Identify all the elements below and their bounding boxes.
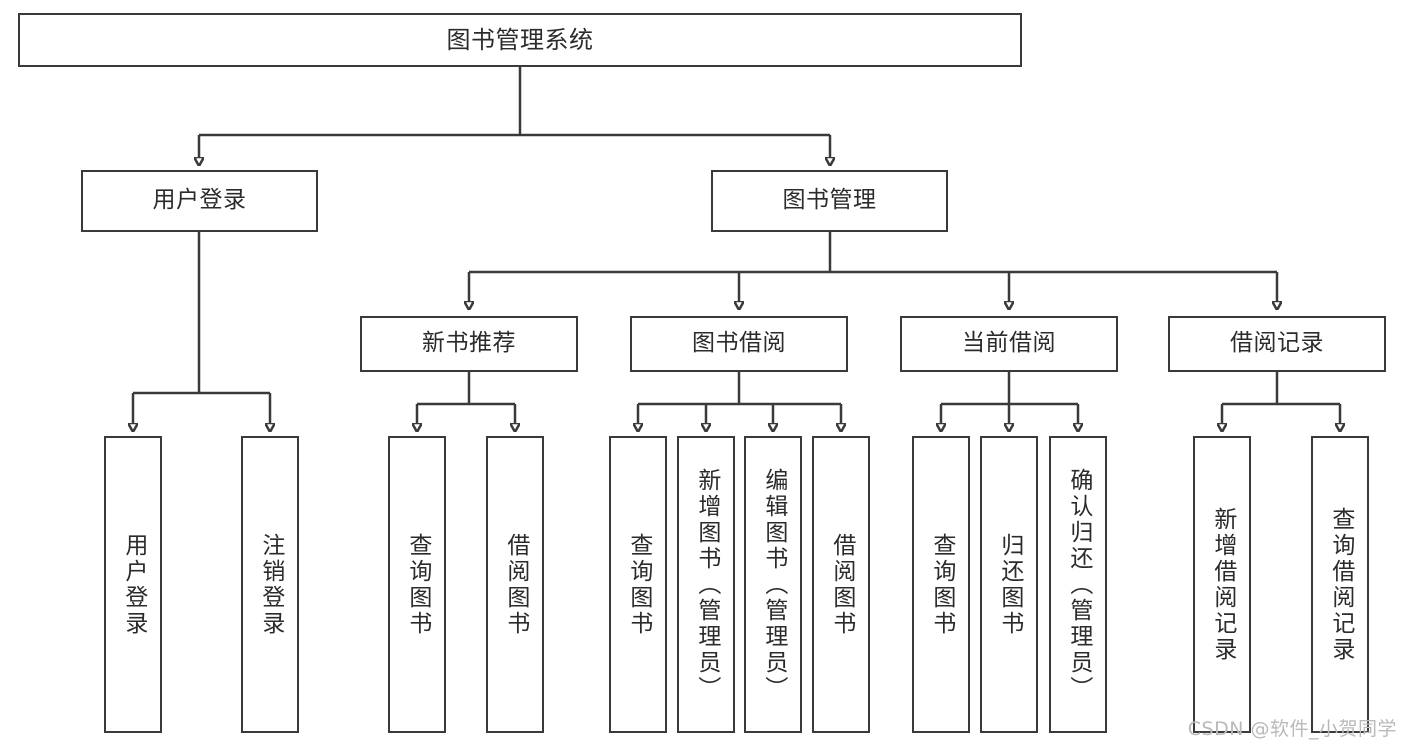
node-new-book-recommend[interactable]: 新书推荐: [360, 316, 578, 372]
leaf-borrow-record-2[interactable]: 查询借阅记录: [1311, 436, 1369, 733]
leaf-book-borrow-3-label: 编辑图书（管理员）: [760, 467, 787, 702]
node-new-book-recommend-label: 新书推荐: [422, 330, 516, 357]
node-current-borrow[interactable]: 当前借阅: [900, 316, 1118, 372]
leaf-new-book-1[interactable]: 查询图书: [388, 436, 446, 733]
leaf-book-borrow-1[interactable]: 查询图书: [609, 436, 667, 733]
node-root[interactable]: 图书管理系统: [18, 13, 1022, 67]
leaf-current-borrow-3[interactable]: 确认归还（管理员）: [1049, 436, 1107, 733]
leaf-book-borrow-1-label: 查询图书: [625, 532, 652, 637]
leaf-book-borrow-3[interactable]: 编辑图书（管理员）: [744, 436, 802, 733]
leaf-book-borrow-4[interactable]: 借阅图书: [812, 436, 870, 733]
node-book-borrow-label: 图书借阅: [692, 330, 786, 357]
leaf-user-login-2-label: 注销登录: [257, 532, 284, 637]
leaf-borrow-record-1[interactable]: 新增借阅记录: [1193, 436, 1251, 733]
leaf-book-borrow-2[interactable]: 新增图书（管理员）: [677, 436, 735, 733]
leaf-new-book-1-label: 查询图书: [404, 532, 431, 637]
leaf-new-book-2-label: 借阅图书: [502, 532, 529, 637]
leaf-current-borrow-1-label: 查询图书: [928, 532, 955, 637]
leaf-new-book-2[interactable]: 借阅图书: [486, 436, 544, 733]
node-book-management[interactable]: 图书管理: [711, 170, 948, 232]
leaf-book-borrow-4-label: 借阅图书: [828, 532, 855, 637]
node-book-borrow[interactable]: 图书借阅: [630, 316, 848, 372]
node-user-login-label: 用户登录: [152, 187, 247, 214]
node-borrow-record[interactable]: 借阅记录: [1168, 316, 1386, 372]
node-current-borrow-label: 当前借阅: [962, 330, 1056, 357]
leaf-current-borrow-1[interactable]: 查询图书: [912, 436, 970, 733]
node-user-login[interactable]: 用户登录: [81, 170, 318, 232]
leaf-book-borrow-2-label: 新增图书（管理员）: [693, 467, 720, 702]
leaf-current-borrow-2[interactable]: 归还图书: [980, 436, 1038, 733]
node-book-management-label: 图书管理: [782, 187, 877, 214]
watermark: CSDN @软件_小贺同学: [1187, 718, 1397, 740]
leaf-current-borrow-3-label: 确认归还（管理员）: [1065, 467, 1092, 702]
leaf-user-login-1[interactable]: 用户登录: [104, 436, 162, 733]
node-root-label: 图书管理系统: [446, 25, 594, 54]
leaf-current-borrow-2-label: 归还图书: [996, 532, 1023, 637]
leaf-borrow-record-1-label: 新增借阅记录: [1209, 506, 1236, 663]
leaf-user-login-1-label: 用户登录: [120, 532, 147, 637]
leaf-borrow-record-2-label: 查询借阅记录: [1327, 506, 1354, 663]
leaf-user-login-2[interactable]: 注销登录: [241, 436, 299, 733]
node-borrow-record-label: 借阅记录: [1230, 330, 1324, 357]
